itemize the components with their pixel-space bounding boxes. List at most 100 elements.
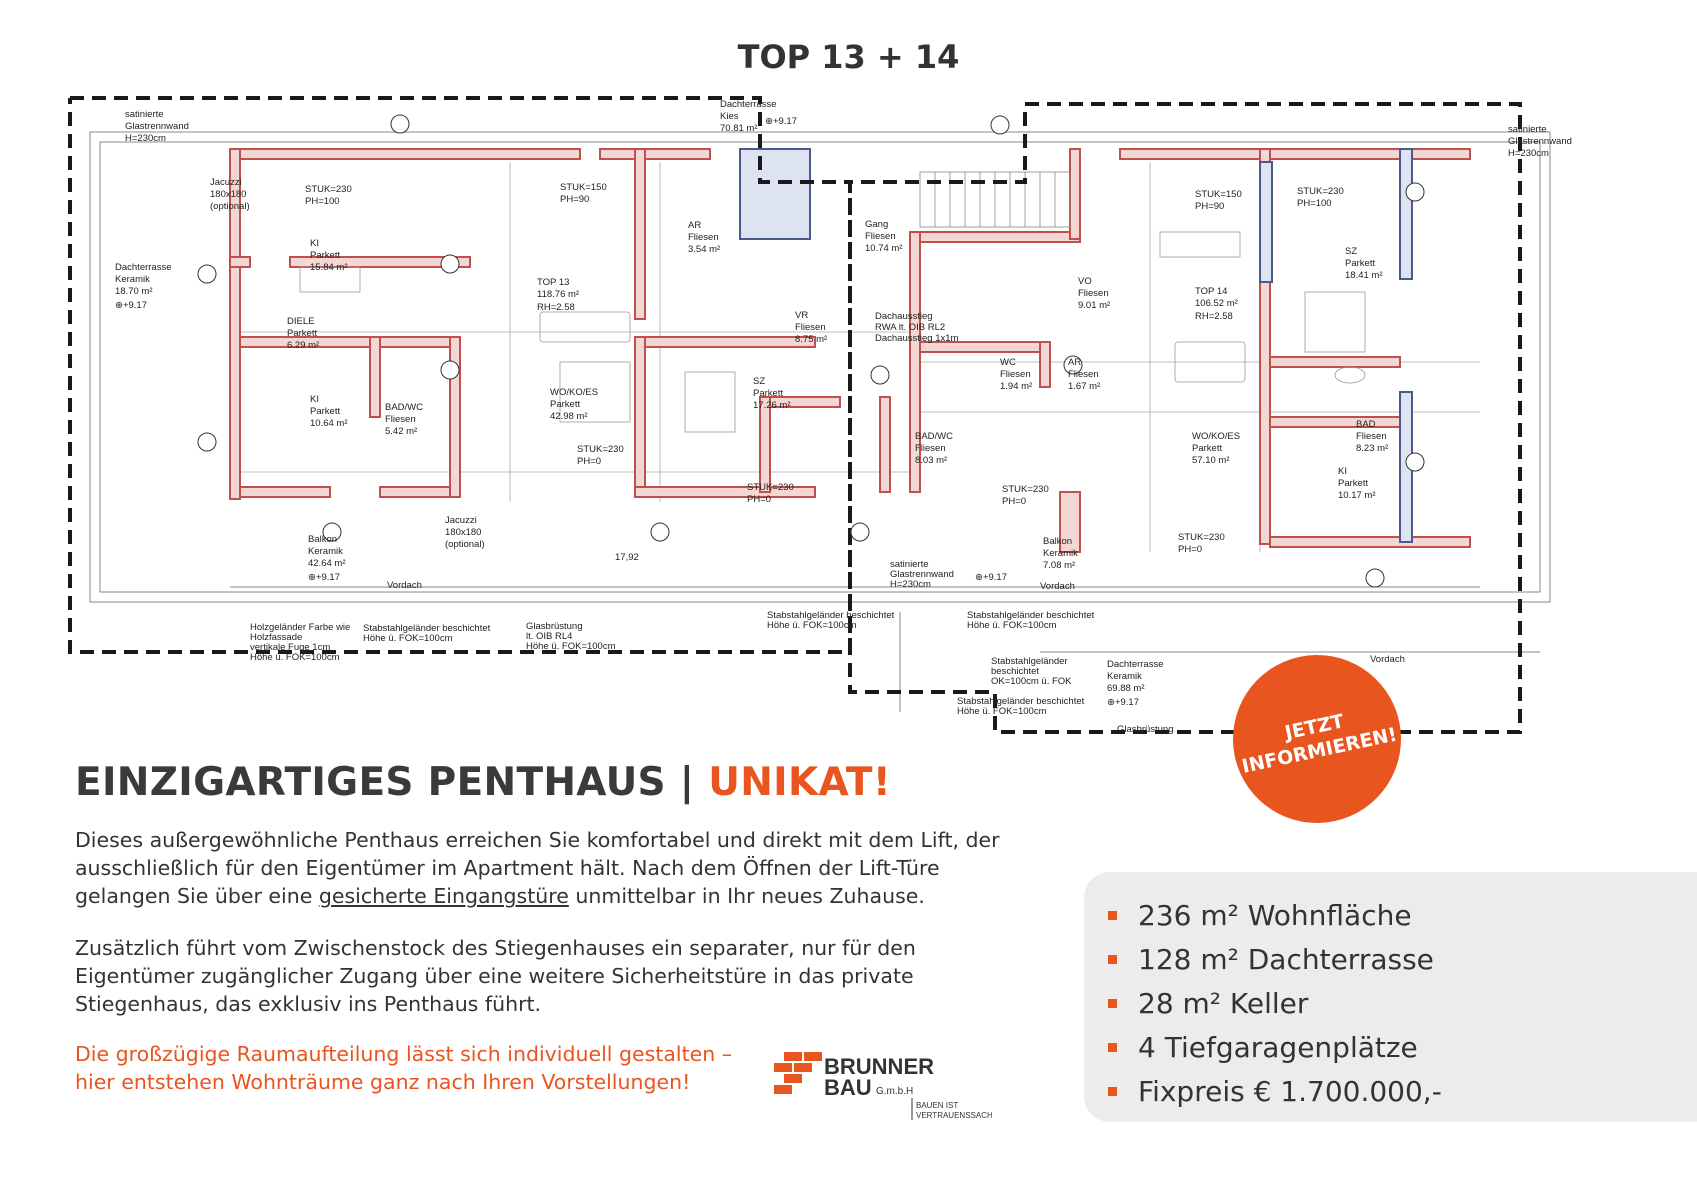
plan-label: vertikale Fuge 1cm bbox=[250, 642, 330, 653]
plan-label: Fliesen bbox=[915, 443, 946, 454]
plan-label: Fliesen bbox=[795, 322, 826, 333]
plan-label: Balkon bbox=[308, 534, 337, 545]
plan-label: Fliesen bbox=[688, 232, 719, 243]
plan-label: WO/KO/ES bbox=[550, 387, 598, 398]
plan-label: Keramik bbox=[115, 274, 150, 285]
plan-label: RH=2.58 bbox=[537, 302, 575, 313]
plan-label: lt. OIB RL4 bbox=[526, 631, 572, 642]
plan-label: Glastrennwand bbox=[1508, 136, 1572, 147]
plan-label: Stabstahlgeländer beschichtet bbox=[363, 623, 491, 634]
plan-label: Jacuzzi bbox=[210, 177, 242, 188]
plan-label: PH=100 bbox=[1297, 198, 1332, 209]
plan-label: KI bbox=[310, 238, 319, 249]
plan-label: Dachterrasse bbox=[1107, 659, 1164, 670]
plan-label: Höhe ü. FOK=100cm bbox=[526, 641, 616, 652]
plan-label: 8.03 m² bbox=[915, 455, 947, 466]
plan-label: SZ bbox=[753, 376, 765, 387]
plan-label: ⊕+9.17 bbox=[975, 572, 1007, 583]
logo-tagline2: VERTRAUENSSACHE bbox=[916, 1111, 992, 1120]
plan-label: PH=0 bbox=[747, 494, 771, 505]
plan-label: H=230cm bbox=[1508, 148, 1549, 159]
plan-label: Dachterrasse bbox=[720, 99, 777, 110]
plan-label: ⊕+9.17 bbox=[1107, 697, 1139, 708]
plan-label: 8.23 m² bbox=[1356, 443, 1388, 454]
plan-label: Fliesen bbox=[1068, 369, 1099, 380]
plan-label: AR bbox=[688, 220, 701, 231]
plan-label: 57.10 m² bbox=[1192, 455, 1230, 466]
plan-label: 10.17 m² bbox=[1338, 490, 1376, 501]
plan-label: beschichtet bbox=[991, 666, 1039, 677]
logo-tagline1: BAUEN IST bbox=[916, 1101, 958, 1110]
plan-label: Parkett bbox=[310, 250, 340, 261]
plan-label: STUK=230 bbox=[747, 482, 794, 493]
plan-label: Parkett bbox=[310, 406, 340, 417]
plan-label: 8.75 m² bbox=[795, 334, 827, 345]
plan-label: BAD bbox=[1356, 419, 1376, 430]
feature-item: 128 m² Dachterrasse bbox=[1108, 938, 1697, 982]
plan-label: 69.88 m² bbox=[1107, 683, 1145, 694]
plan-label: PH=0 bbox=[1178, 544, 1202, 555]
logo-bricks-icon bbox=[774, 1052, 822, 1094]
plan-label: Glastrennwand bbox=[890, 569, 954, 580]
feature-item: Fixpreis € 1.700.000,- bbox=[1108, 1070, 1697, 1114]
plan-label: 10.64 m² bbox=[310, 418, 348, 429]
plan-label: (optional) bbox=[445, 539, 485, 550]
plan-label: 17,92 bbox=[615, 552, 639, 563]
description-paragraph-3: Die großzügige Raumaufteilung lässt sich… bbox=[75, 1042, 733, 1094]
features-list: 236 m² Wohnfläche 128 m² Dachterrasse 28… bbox=[1084, 872, 1697, 1114]
plan-label: ⊕+9.17 bbox=[765, 116, 797, 127]
plan-label: KI bbox=[310, 394, 319, 405]
bullet-icon bbox=[1108, 1087, 1117, 1096]
plan-label: Dachausstieg bbox=[875, 311, 933, 322]
plan-label: 5.42 m² bbox=[385, 426, 417, 437]
feature-item: 28 m² Keller bbox=[1108, 982, 1697, 1026]
plan-label: Stabstahlgeländer bbox=[991, 656, 1068, 667]
plan-label: Keramik bbox=[1043, 548, 1078, 559]
logo-line1: BRUNNER bbox=[824, 1054, 934, 1079]
plan-label: PH=90 bbox=[1195, 201, 1224, 212]
logo-line2: BAU bbox=[824, 1075, 872, 1100]
plan-label: Höhe ü. FOK=100cm bbox=[250, 652, 340, 663]
plan-label: Parkett bbox=[1338, 478, 1368, 489]
plan-label: STUK=230 bbox=[1002, 484, 1049, 495]
plan-label: 7.08 m² bbox=[1043, 560, 1075, 571]
bullet-icon bbox=[1108, 911, 1117, 920]
plan-label: Höhe ü. FOK=100cm bbox=[767, 620, 857, 631]
plan-label: Balkon bbox=[1043, 536, 1072, 547]
plan-label: Stabstahlgeländer beschichtet bbox=[957, 696, 1085, 707]
plan-label: Vordach bbox=[1370, 654, 1405, 665]
plan-label: 6.29 m² bbox=[287, 340, 319, 351]
plan-label: DIELE bbox=[287, 316, 314, 327]
plan-label: Vordach bbox=[1040, 581, 1075, 592]
plan-label: 15.84 m² bbox=[310, 262, 348, 273]
plan-label: PH=0 bbox=[577, 456, 601, 467]
headline-accent: UNIKAT! bbox=[708, 760, 891, 805]
plan-label: Parkett bbox=[753, 388, 783, 399]
page-title: TOP 13 + 14 bbox=[737, 38, 960, 76]
plan-label: STUK=230 bbox=[577, 444, 624, 455]
secured-entrance-link[interactable]: gesicherte Eingangstüre bbox=[318, 884, 569, 908]
bullet-icon bbox=[1108, 1043, 1117, 1052]
description-paragraph-2: Zusätzlich führt vom Zwischenstock des S… bbox=[75, 936, 916, 1016]
plan-label: satinierte bbox=[1508, 124, 1547, 135]
plan-label: Holzfassade bbox=[250, 632, 302, 643]
plan-label: 180x180 bbox=[445, 527, 481, 538]
plan-label: Glastrennwand bbox=[125, 121, 189, 132]
plan-label: Fliesen bbox=[865, 231, 896, 242]
plan-label: 42.98 m² bbox=[550, 411, 588, 422]
plan-label: Dachterrasse bbox=[115, 262, 172, 273]
plan-label: satinierte bbox=[890, 559, 929, 570]
plan-label: PH=100 bbox=[305, 196, 340, 207]
plan-label: Dachausstieg 1x1m bbox=[875, 333, 959, 344]
plan-label: RWA lt. OIB RL2 bbox=[875, 322, 945, 333]
plan-label: 17.26 m² bbox=[753, 400, 791, 411]
plan-label: BAD/WC bbox=[385, 402, 423, 413]
plan-label: RH=2.58 bbox=[1195, 311, 1233, 322]
plan-label: VR bbox=[795, 310, 808, 321]
plan-label: Glasbrüstung bbox=[1117, 724, 1174, 735]
plan-label: STUK=150 bbox=[1195, 189, 1242, 200]
plan-label: Keramik bbox=[1107, 671, 1142, 682]
plan-label: Vordach bbox=[387, 580, 422, 591]
